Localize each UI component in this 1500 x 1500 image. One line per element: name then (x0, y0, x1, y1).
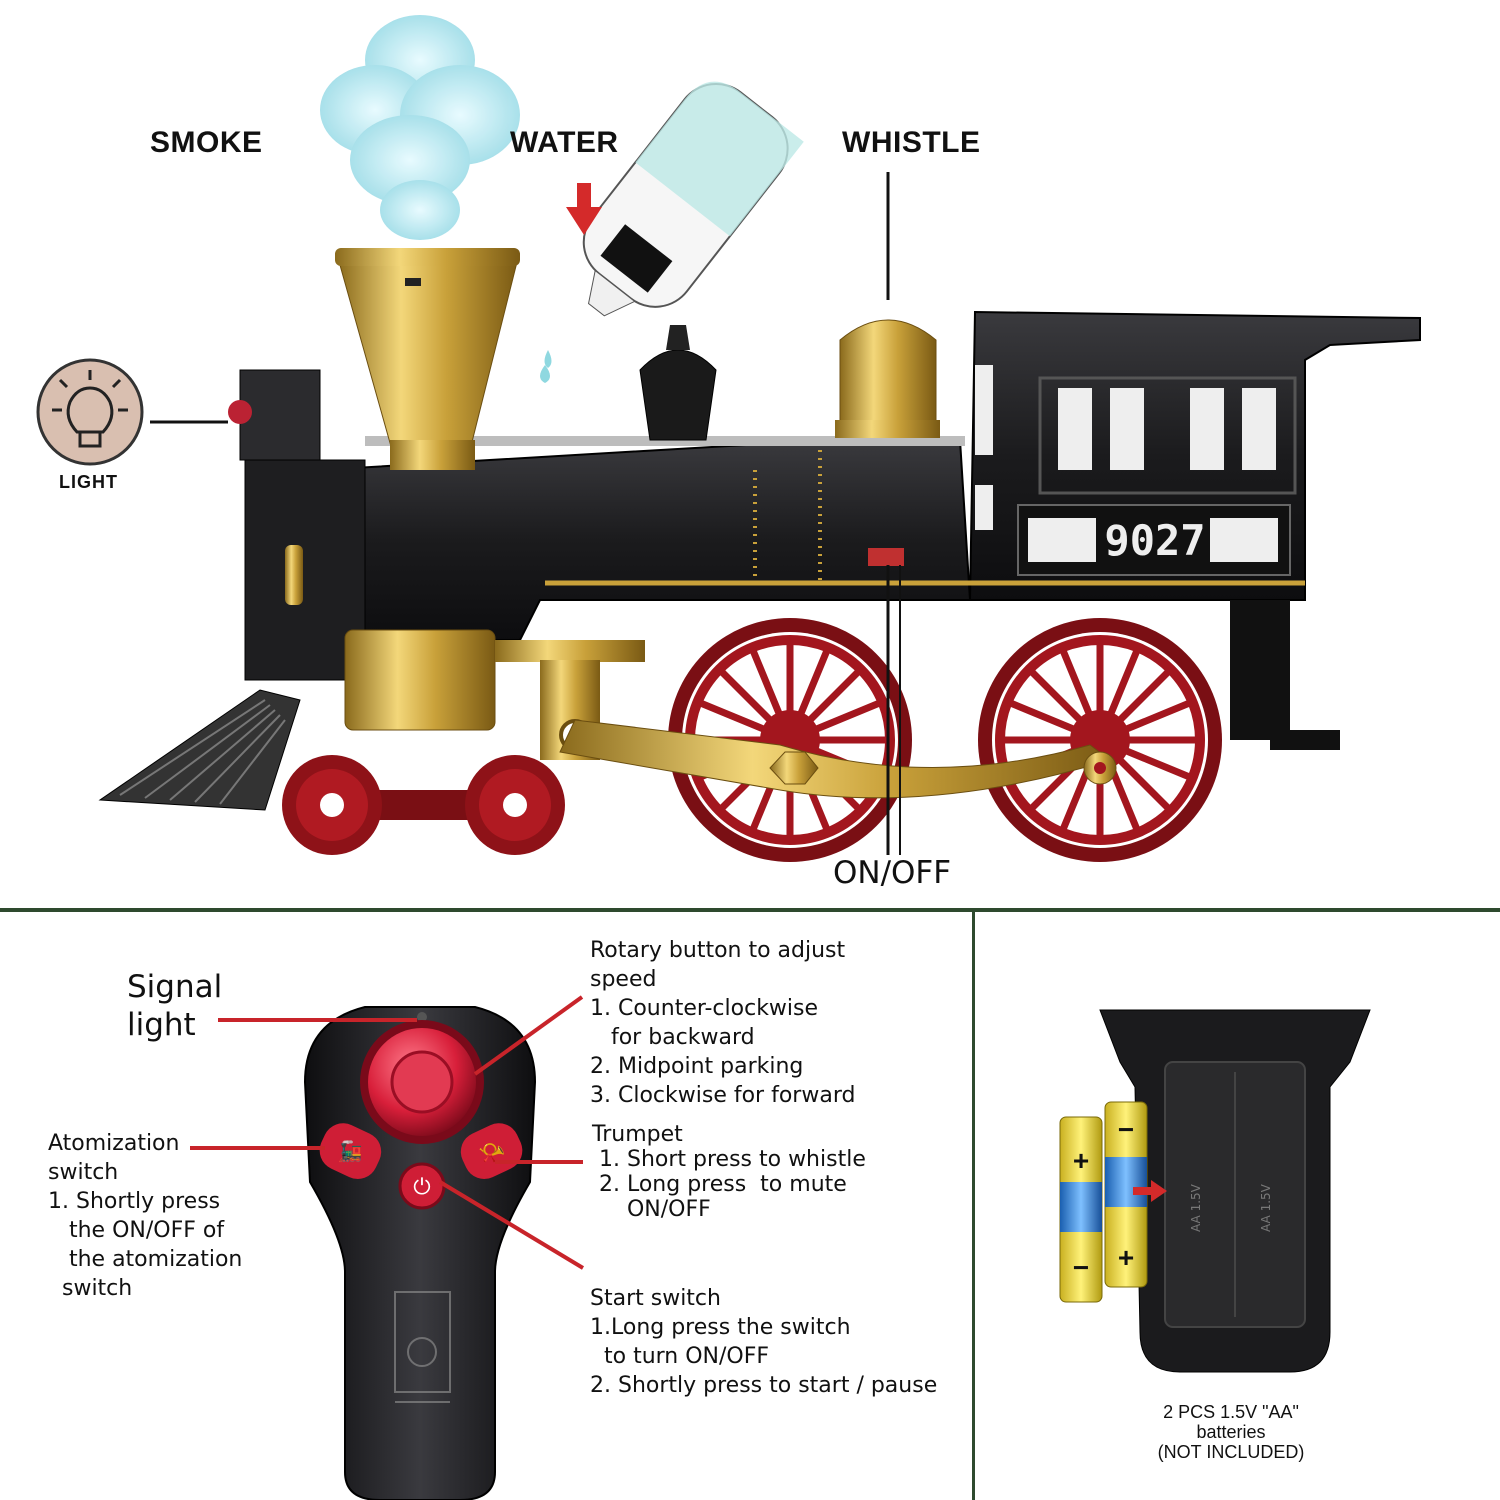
svg-text:AA 1.5V: AA 1.5V (1189, 1183, 1203, 1232)
insert-arrow-icon (1151, 1180, 1167, 1202)
on-off-label: ON/OFF (833, 855, 952, 891)
start-switch-description: Start switch 1.Long press the switch to … (590, 1286, 938, 1398)
water-arrow-icon (566, 207, 602, 235)
vertical-divider (972, 912, 975, 1500)
driver-wheel-front (668, 618, 912, 862)
smoke-label: SMOKE (150, 126, 263, 159)
water-bottle (582, 81, 804, 317)
smoke-cloud (320, 15, 520, 240)
whistle-label: WHISTLE (842, 126, 981, 159)
water-label: WATER (510, 126, 619, 159)
atomization-switch-description: Atomization switch 1. Shortly press the … (48, 1131, 243, 1301)
battery-compartment-illustration: AA 1.5V AA 1.5V + − − + (1059, 1009, 1371, 1373)
battery-note: 2 PCS 1.5V "AA" batteries (NOT INCLUDED) (1157, 1402, 1305, 1462)
svg-text:−: − (1073, 1252, 1089, 1283)
horizontal-divider (0, 908, 1500, 912)
battery-aa-1: + − (1059, 1116, 1103, 1303)
trumpet-description: Trumpet 1. Short press to whistle 2. Lon… (592, 1122, 866, 1222)
svg-text:AA 1.5V: AA 1.5V (1259, 1183, 1273, 1232)
battery-aa-2: − + (1104, 1101, 1148, 1288)
light-bulb-icon (36, 358, 144, 466)
svg-text:+: + (1118, 1242, 1134, 1273)
rotary-button-description: Rotary button to adjust speed 1. Counter… (590, 938, 856, 1108)
locomotive-illustration: 9027 (36, 15, 1421, 862)
pilot-wheels (282, 755, 565, 855)
train-icon: 🚂 (338, 1139, 363, 1163)
svg-text:−: − (1118, 1114, 1134, 1145)
svg-text:+: + (1073, 1145, 1089, 1176)
locomotive-number: 9027 (1104, 516, 1205, 565)
power-icon: ⏻ (413, 1174, 430, 1199)
signal-light-label: Signal light (127, 969, 223, 1043)
light-label: LIGHT (59, 472, 118, 492)
driver-wheel-rear (978, 618, 1222, 862)
remote-illustration: 🚂 📯 ⏻ (190, 995, 585, 1500)
